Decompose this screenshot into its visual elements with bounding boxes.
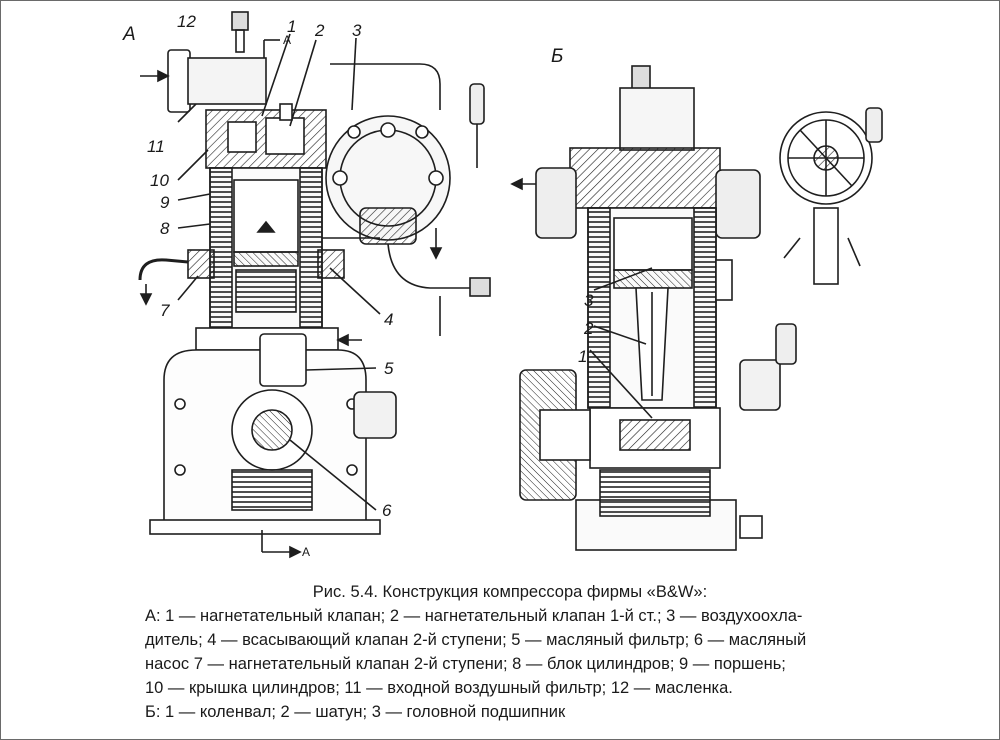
label-a-6: 6 bbox=[382, 501, 392, 520]
label-b-3: 3 bbox=[584, 291, 594, 310]
caption-title: Рис. 5.4. Конструкция компрессора фирмы … bbox=[312, 583, 708, 601]
label-a-12: 12 bbox=[177, 12, 196, 31]
compressor-drawing-svg: А 12 1 2 3 11 10 9 8 7 4 5 6 A A bbox=[122, 11, 883, 559]
label-a-2: 2 bbox=[314, 21, 325, 40]
section-mark-top: A bbox=[283, 33, 291, 47]
view-b-letter: Б bbox=[551, 46, 563, 67]
compressor-drawing: А 12 1 2 3 11 10 9 8 7 4 5 6 A A bbox=[122, 11, 883, 559]
figure-caption: Рис. 5.4. Конструкция компрессора фирмы … bbox=[145, 580, 875, 724]
view-b-drawing bbox=[510, 65, 883, 551]
label-a-11: 11 bbox=[147, 137, 165, 156]
label-a-4: 4 bbox=[384, 310, 393, 329]
label-a-10: 10 bbox=[150, 171, 169, 190]
caption-line-1: А: 1 — нагнетательный клапан; 2 — нагнет… bbox=[145, 607, 803, 625]
label-a-1: 1 bbox=[287, 17, 296, 36]
view-a-drawing bbox=[138, 11, 491, 559]
label-b-1: 1 bbox=[578, 347, 587, 366]
label-a-8: 8 bbox=[160, 219, 170, 238]
label-a-5: 5 bbox=[384, 359, 394, 378]
label-a-9: 9 bbox=[160, 193, 170, 212]
label-a-3: 3 bbox=[352, 21, 362, 40]
caption-line-4: 10 — крышка цилиндров; 11 — входной возд… bbox=[145, 679, 733, 697]
label-a-7: 7 bbox=[160, 301, 170, 320]
view-a-letter: А bbox=[122, 24, 136, 45]
caption-line-2: дитель; 4 — всасывающий клапан 2-й ступе… bbox=[145, 631, 807, 649]
caption-line-3: насос 7 — нагнетательный клапан 2-й ступ… bbox=[145, 655, 786, 673]
section-mark-bottom: A bbox=[302, 545, 310, 559]
caption-line-5: Б: 1 — коленвал; 2 — шатун; 3 — головной… bbox=[145, 703, 566, 721]
label-b-2: 2 bbox=[583, 319, 594, 338]
